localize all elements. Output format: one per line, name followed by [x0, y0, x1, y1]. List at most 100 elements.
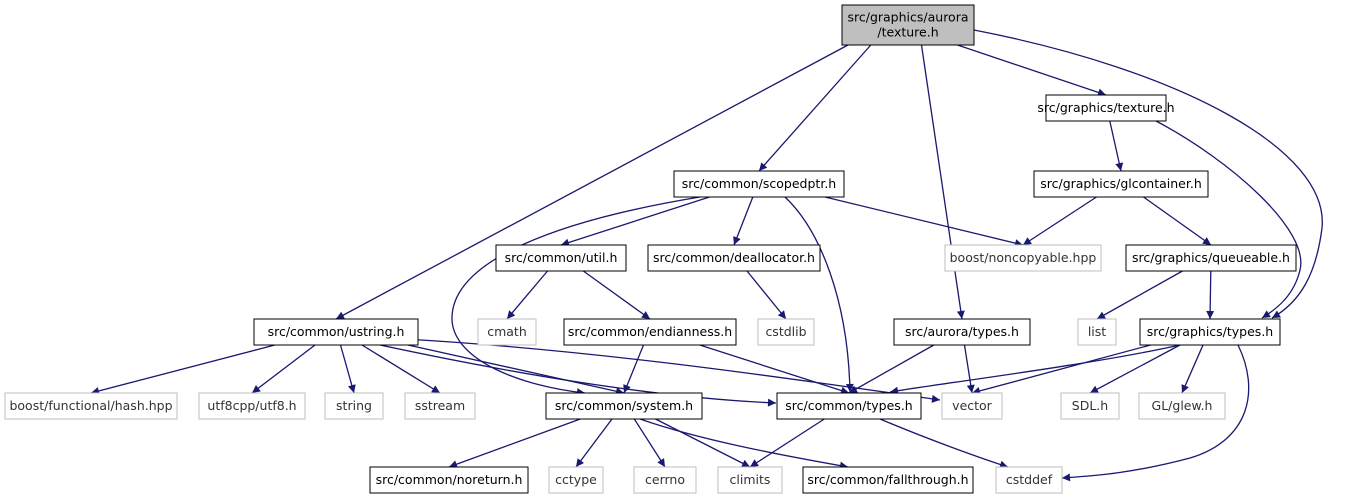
- node-box: [941, 392, 1003, 420]
- node-box: [253, 318, 419, 346]
- edge-path: [957, 44, 1107, 97]
- node-label: src/common/scopedptr.h: [682, 176, 836, 191]
- node-graphics_texture[interactable]: src/graphics/texture.h: [1037, 94, 1175, 122]
- node-boost_hash: boost/functional/hash.hpp: [4, 392, 178, 420]
- node-label: utf8cpp/utf8.h: [207, 398, 296, 413]
- node-box: [1045, 94, 1167, 122]
- edge-path: [1109, 120, 1124, 172]
- node-fallthrough[interactable]: src/common/fallthrough.h: [802, 466, 974, 494]
- node-label: src/graphics/types.h: [1147, 324, 1273, 339]
- node-box: [1060, 392, 1120, 420]
- edge-graphics_types-to-cstddef: [1061, 344, 1250, 482]
- edge-ustring-to-boost_hash: [90, 344, 275, 395]
- edge-path: [339, 344, 356, 394]
- edge-common_types-to-climits: [749, 418, 825, 468]
- edge-system-to-cerrno: [633, 418, 666, 468]
- edge-graphics_texture-to-glcontainer: [1109, 120, 1124, 172]
- edge-path: [403, 338, 941, 403]
- edge-ustring-to-string: [339, 344, 356, 394]
- node-box: [198, 392, 306, 420]
- node-noncopyable: boost/noncopyable.hpp: [944, 244, 1102, 272]
- edge-glcontainer-to-noncopyable: [1022, 196, 1097, 246]
- node-label: cmath: [487, 324, 527, 339]
- edge-ustring-to-utf8: [251, 344, 316, 394]
- edge-path: [733, 196, 754, 246]
- node-label: cstddef: [1006, 472, 1053, 487]
- edge-path: [560, 196, 710, 247]
- node-box: [324, 392, 384, 420]
- node-string: string: [324, 392, 384, 420]
- node-common_types[interactable]: src/common/types.h: [776, 392, 922, 420]
- edge-path: [1022, 196, 1097, 246]
- node-label: string: [336, 398, 372, 413]
- node-box: [548, 466, 604, 494]
- node-label: src/common/ustring.h: [268, 324, 405, 339]
- edge-util-to-cmath: [506, 270, 548, 320]
- node-label: boost/functional/hash.hpp: [9, 398, 172, 413]
- edge-path: [699, 344, 850, 395]
- edge-path: [1061, 344, 1250, 482]
- edge-graphics_types-to-sdl: [1089, 344, 1181, 394]
- node-box: [4, 392, 178, 420]
- edge-path: [639, 418, 849, 470]
- node-box: [404, 392, 476, 420]
- edge-scopedptr-to-system: [451, 196, 701, 397]
- edge-path: [655, 418, 751, 468]
- node-box: [563, 318, 737, 346]
- edge-path: [1089, 344, 1181, 394]
- edge-deallocator-to-cstdlib: [746, 270, 787, 320]
- edge-aurora_types-to-vector: [963, 344, 975, 394]
- edge-ustring-to-vector: [403, 338, 941, 403]
- edge-ustring-to-sstream: [361, 344, 441, 394]
- edge-path: [379, 344, 777, 407]
- node-glcontainer[interactable]: src/graphics/glcontainer.h: [1033, 170, 1209, 198]
- node-label: cctype: [555, 472, 597, 487]
- edge-path: [1155, 120, 1302, 319]
- node-texture_aurora[interactable]: src/graphics/aurora/texture.h: [841, 4, 975, 46]
- edge-scopedptr-to-util: [560, 196, 710, 247]
- node-cstdlib: cstdlib: [757, 318, 815, 346]
- edge-scopedptr-to-noncopyable: [824, 196, 1024, 248]
- edge-path: [758, 44, 872, 172]
- node-box: [1077, 318, 1117, 346]
- node-system[interactable]: src/common/system.h: [545, 392, 703, 420]
- edge-aurora_types-to-common_types: [848, 344, 935, 394]
- node-label: list: [1088, 324, 1106, 339]
- edge-path: [251, 344, 316, 394]
- node-box: [1138, 392, 1226, 420]
- node-deallocator[interactable]: src/common/deallocator.h: [647, 244, 821, 272]
- node-box: [995, 466, 1063, 494]
- node-box: [841, 4, 975, 46]
- edge-scopedptr-to-deallocator: [733, 196, 754, 246]
- edge-path: [335, 44, 849, 320]
- node-box: [647, 244, 821, 272]
- node-queueable[interactable]: src/graphics/queueable.h: [1125, 244, 1297, 272]
- edge-endianness-to-common_types: [699, 344, 850, 395]
- edge-path: [963, 344, 975, 394]
- node-util[interactable]: src/common/util.h: [495, 244, 627, 272]
- node-cctype: cctype: [548, 466, 604, 494]
- edge-path: [1206, 270, 1215, 320]
- node-glew: GL/glew.h: [1138, 392, 1226, 420]
- node-noreturn[interactable]: src/common/noreturn.h: [369, 466, 529, 494]
- node-graphics_types[interactable]: src/graphics/types.h: [1139, 318, 1281, 346]
- node-box: [717, 466, 783, 494]
- edge-graphics_types-to-vector: [971, 344, 1151, 395]
- edge-path: [784, 196, 854, 393]
- node-box: [673, 170, 845, 198]
- edge-texture_aurora-to-ustring: [335, 44, 849, 320]
- node-box: [369, 466, 529, 494]
- node-cerrno: cerrno: [633, 466, 697, 494]
- node-label: sstream: [415, 398, 465, 413]
- edge-path: [889, 344, 1181, 395]
- node-box: [1033, 170, 1209, 198]
- node-box: [893, 318, 1031, 346]
- edge-path: [1143, 196, 1212, 246]
- node-aurora_types[interactable]: src/aurora/types.h: [893, 318, 1031, 346]
- node-ustring[interactable]: src/common/ustring.h: [253, 318, 419, 346]
- edge-path: [848, 344, 935, 394]
- node-box: [477, 318, 537, 346]
- node-scopedptr[interactable]: src/common/scopedptr.h: [673, 170, 845, 198]
- node-endianness[interactable]: src/common/endianness.h: [563, 318, 737, 346]
